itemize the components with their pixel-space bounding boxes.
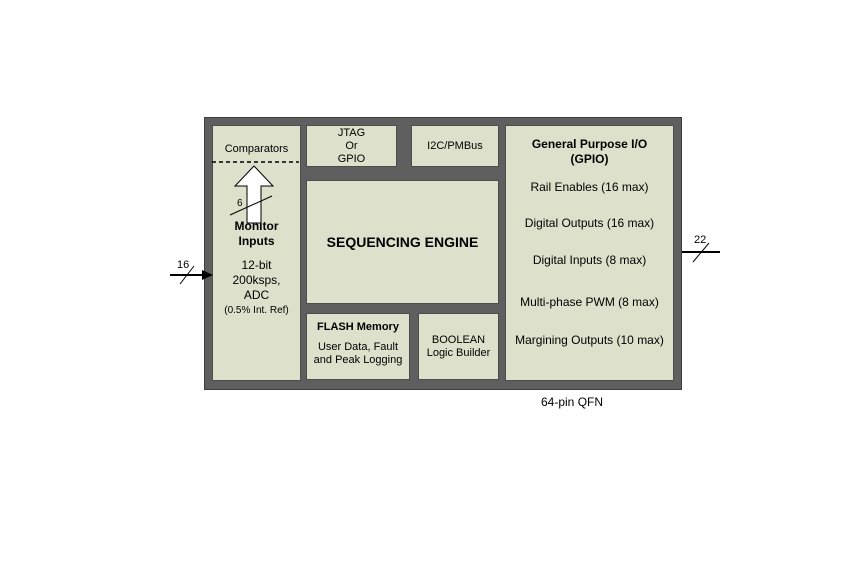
comparators-label: Comparators: [224, 143, 289, 155]
adc-description: 12-bit 200ksps, ADC: [232, 258, 281, 302]
gpio-item-digital-inputs: Digital Inputs (8 max): [532, 253, 647, 267]
output-bus-slash: [692, 242, 710, 263]
gpio-block: General Purpose I/O (GPIO) Rail Enables …: [505, 125, 674, 381]
gpio-title: General Purpose I/O (GPIO): [531, 137, 648, 166]
flash-memory-block: FLASH Memory User Data, Fault and Peak L…: [306, 313, 410, 380]
gpio-item-rail-enables: Rail Enables (16 max): [530, 180, 649, 194]
input-bus-slash: [179, 265, 195, 285]
gpio-item-multiphase-pwm: Multi-phase PWM (8 max): [520, 295, 659, 309]
adc-reference: (0.5% Int. Ref): [224, 305, 289, 316]
sequencing-engine-block: SEQUENCING ENGINE: [306, 180, 499, 304]
jtag-block: JTAG Or GPIO: [306, 125, 397, 167]
monitor-to-comparator-arrow: [233, 165, 275, 224]
flash-memory-description: User Data, Fault and Peak Logging: [313, 341, 403, 366]
flash-memory-title: FLASH Memory: [317, 321, 399, 333]
boolean-logic-block: BOOLEAN Logic Builder: [418, 313, 499, 380]
package-label: 64-pin QFN: [541, 395, 604, 409]
input-count-label: 16: [177, 259, 190, 271]
chip-package-body: Comparators Monitor Inputs 12-bit 200ksp…: [204, 117, 682, 390]
gpio-item-digital-outputs: Digital Outputs (16 max): [524, 216, 655, 230]
internal-bus-slash: [229, 195, 273, 216]
monitor-inputs-block: Comparators Monitor Inputs 12-bit 200ksp…: [212, 125, 301, 381]
output-count-label: 22: [694, 234, 707, 246]
i2c-pmbus-block: I2C/PMBus: [411, 125, 499, 167]
input-arrowhead: [202, 270, 213, 280]
internal-bus-width-label: 6: [237, 198, 243, 209]
gpio-item-margining-outputs: Margining Outputs (10 max): [515, 333, 664, 347]
monitor-inputs-title: Monitor Inputs: [234, 219, 279, 248]
